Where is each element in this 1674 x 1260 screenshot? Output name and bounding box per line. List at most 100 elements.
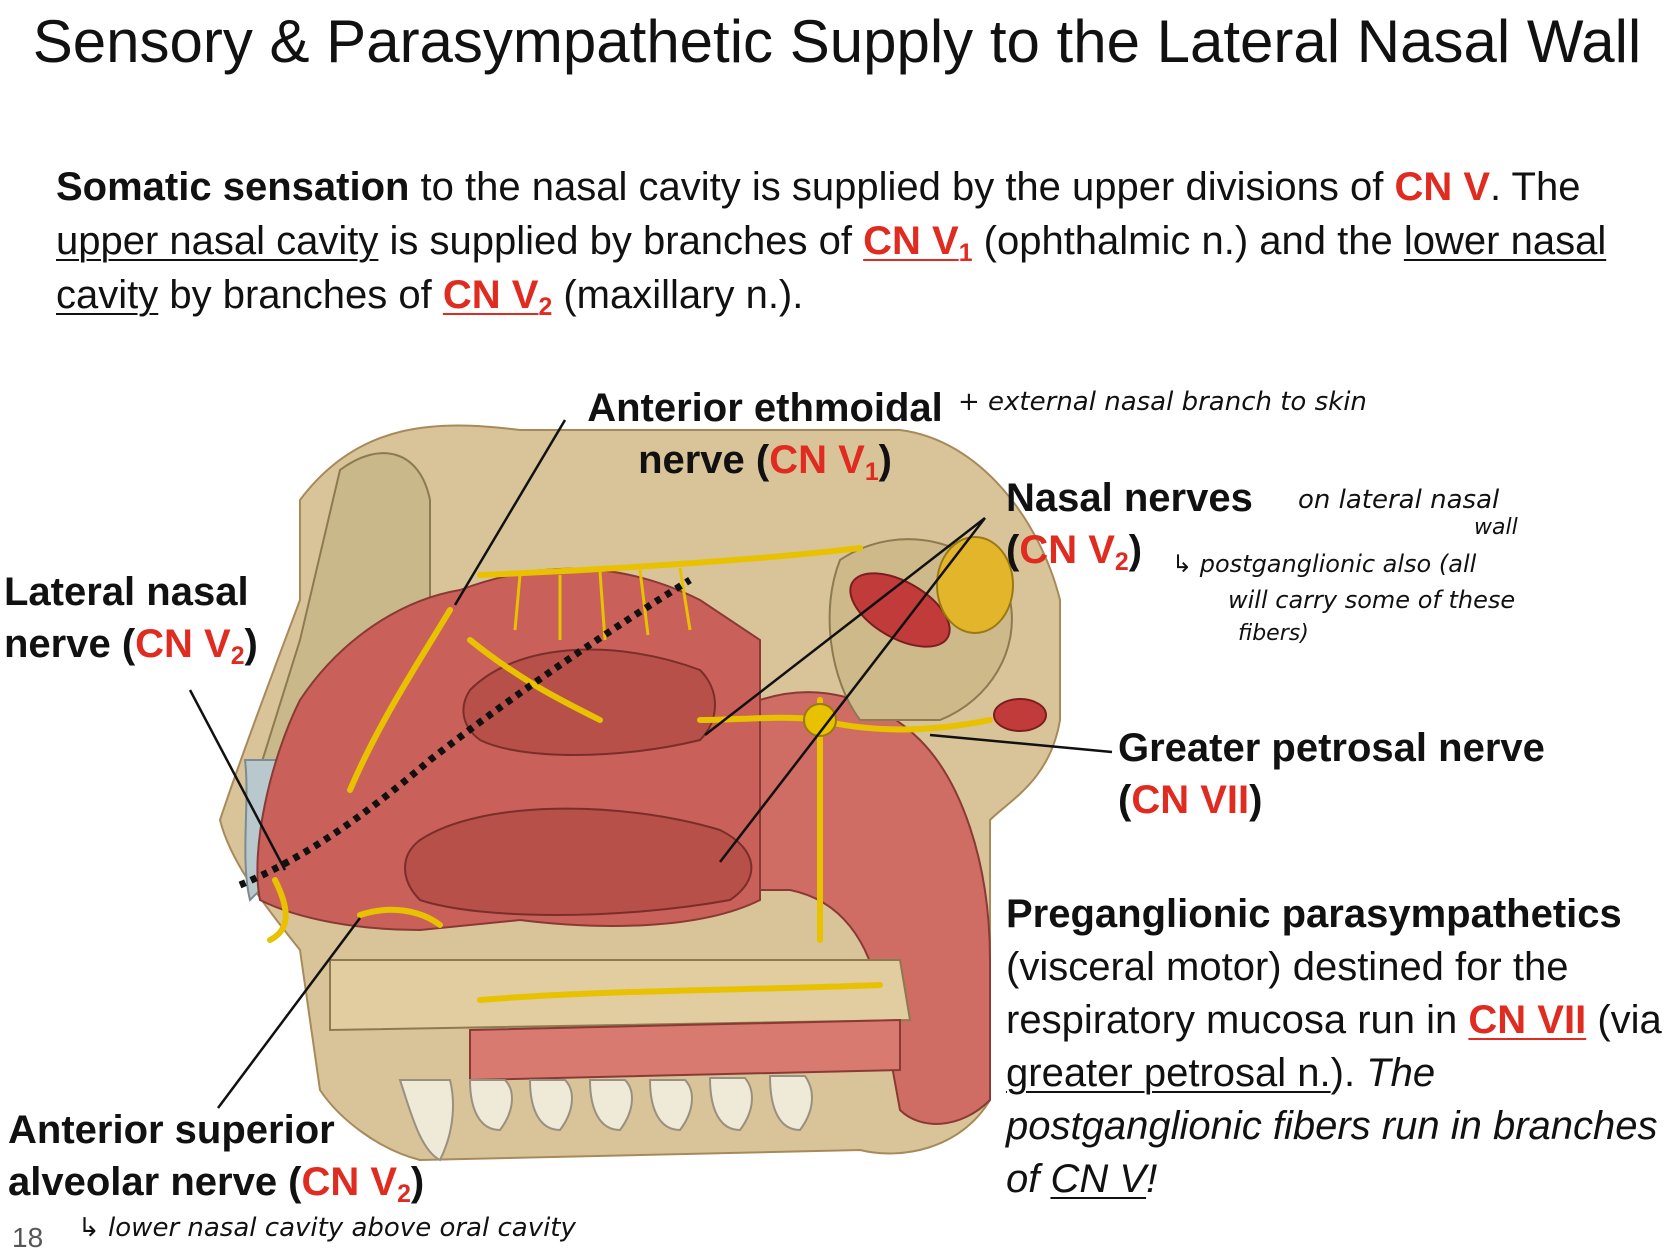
label-cn: CN V2 <box>301 1160 411 1207</box>
note-nasal-nerves-1: on lateral nasal <box>1298 485 1500 515</box>
inferior-concha <box>404 807 753 916</box>
intro-cn-v1-text: CN V <box>863 219 959 263</box>
pregang-text: ). <box>1330 1051 1367 1095</box>
label-cn: CN V1 <box>769 438 878 485</box>
label-text: nerve ( <box>4 622 136 666</box>
label-line: alveolar nerve (CN V2) <box>8 1156 424 1208</box>
label-text: alveolar nerve ( <box>8 1160 302 1204</box>
leader-nasal-nerves-2 <box>719 517 986 863</box>
label-line: Greater petrosal nerve <box>1118 726 1545 770</box>
label-cn-sub: 2 <box>397 1180 411 1208</box>
leader-greater-petrosal <box>929 733 1113 754</box>
tooth <box>398 1079 454 1162</box>
intro-text: is supplied by branches of <box>378 219 864 263</box>
intro-lower-nasal-cavity: lower nasal cavity <box>56 219 1607 317</box>
intro-cn-v2-text: CN V <box>442 273 539 317</box>
oral-mucosa <box>469 1018 901 1082</box>
label-cn-sub: 1 <box>864 458 879 486</box>
vessel-cross-section <box>993 698 1047 732</box>
label-text: ( <box>1118 778 1132 822</box>
label-text: ) <box>244 622 258 666</box>
intro-cn-v2-sub: 2 <box>538 293 553 321</box>
pregang-cn-vii: CN VII <box>1468 998 1587 1042</box>
label-cn-text: CN V <box>301 1160 398 1204</box>
intro-text: (maxillary n.). <box>552 273 804 317</box>
nerve-branches <box>267 545 993 1003</box>
olfactory-fiber <box>678 567 692 631</box>
olfactory-fiber <box>513 574 522 631</box>
intro-bold-lead: Somatic sensation <box>56 165 410 209</box>
intro-text: . The <box>1490 165 1581 209</box>
pregang-bold-lead: Preganglionic parasympathetics <box>1006 892 1622 936</box>
label-cn: CN V2 <box>1019 528 1128 575</box>
label-text: ( <box>1006 528 1020 572</box>
lateral-nasal-nerve <box>267 877 289 943</box>
label-anterior-superior-alveolar: Anterior superior alveolar nerve (CN V2) <box>8 1104 424 1208</box>
intro-text: (ophthalmic n.) and the <box>972 219 1404 263</box>
label-line: Lateral nasal <box>4 570 249 614</box>
teeth <box>398 1075 813 1162</box>
label-line: nerve (CN V2) <box>4 618 258 670</box>
leader-nasal-nerves-1 <box>704 517 986 736</box>
olfactory-fiber <box>638 569 650 636</box>
label-text: ) <box>878 438 892 482</box>
label-line: Anterior ethmoidal <box>587 386 943 430</box>
note-nasal-nerves-2: wall <box>1474 515 1518 540</box>
greater-petrosal-nerve <box>817 717 993 733</box>
intro-cn-v1: CN V1 <box>863 219 972 266</box>
anterior-ethmoidal-nerve-branch <box>347 607 453 793</box>
label-cn-sub: 2 <box>230 642 245 670</box>
tooth <box>588 1079 633 1132</box>
note-anterior-ethmoidal: + external nasal branch to skin <box>958 387 1367 417</box>
label-greater-petrosal: Greater petrosal nerve (CN VII) <box>1118 722 1545 826</box>
label-lateral-nasal: Lateral nasal nerve (CN V2) <box>4 566 258 670</box>
olfactory-fibers <box>513 567 692 641</box>
leader-lateral-nasal <box>188 689 287 871</box>
leader-lines <box>188 419 1113 1109</box>
label-text: nerve ( <box>638 438 770 482</box>
intro-cn-v1-sub: 1 <box>958 239 973 267</box>
note-nasal-nerves-3: ↳ postganglionic also (all <box>1172 550 1477 578</box>
label-text: ) <box>1128 528 1143 572</box>
anterior-superior-alveolar-nerve <box>357 906 443 928</box>
label-cn: CN VII <box>1131 778 1250 822</box>
label-line: (CN V2) <box>1006 524 1253 576</box>
pterygopalatine-ganglion <box>803 703 837 737</box>
pregang-cn-v: CN V <box>1050 1157 1147 1201</box>
label-cn-text: CN V <box>1019 528 1115 572</box>
label-text: ) <box>410 1160 425 1204</box>
intro-text: to the nasal cavity is supplied by the u… <box>409 165 1395 209</box>
intro-upper-nasal-cavity: upper nasal cavity <box>56 219 379 263</box>
label-line: (CN VII) <box>1118 774 1545 826</box>
internal-carotid-artery <box>849 572 951 648</box>
tooth <box>648 1079 693 1132</box>
intro-cn-v: CN V <box>1394 165 1491 209</box>
label-line: Nasal nerves <box>1006 476 1253 520</box>
label-nasal-nerves: Nasal nerves (CN V2) <box>1006 472 1253 576</box>
label-cn-sub: 2 <box>1114 548 1129 576</box>
olfactory-bulb-nerve <box>477 545 863 578</box>
trigeminal-ganglion <box>936 536 1014 634</box>
label-cn: CN V2 <box>135 622 244 669</box>
note-alveolar: ↳ lower nasal cavity above oral cavity <box>78 1213 576 1243</box>
note-nasal-nerves-4: will carry some of these <box>1228 586 1516 614</box>
tooth <box>528 1079 573 1132</box>
pregang-italic: ! <box>1146 1157 1158 1201</box>
intro-paragraph: Somatic sensation to the nasal cavity is… <box>56 160 1616 322</box>
pregang-text: (visceral motor) destined for the respir… <box>1006 945 1569 1042</box>
tooth <box>768 1075 813 1132</box>
label-cn-text: CN V <box>135 622 231 666</box>
label-line: Anterior superior <box>8 1108 335 1152</box>
pregang-text: (via <box>1586 998 1662 1042</box>
intro-text: by branches of <box>158 273 443 317</box>
upper-lower-division-line <box>238 577 692 889</box>
nasal-nerve-branch <box>467 637 603 723</box>
label-text: ) <box>1249 778 1263 822</box>
tooth <box>708 1077 753 1132</box>
tooth <box>468 1079 513 1132</box>
palatine-nerve <box>477 982 883 1003</box>
nasal-nerve-posterior <box>697 714 823 723</box>
olfactory-fiber <box>598 571 607 641</box>
page-title: Sensory & Parasympathetic Supply to the … <box>32 8 1642 75</box>
